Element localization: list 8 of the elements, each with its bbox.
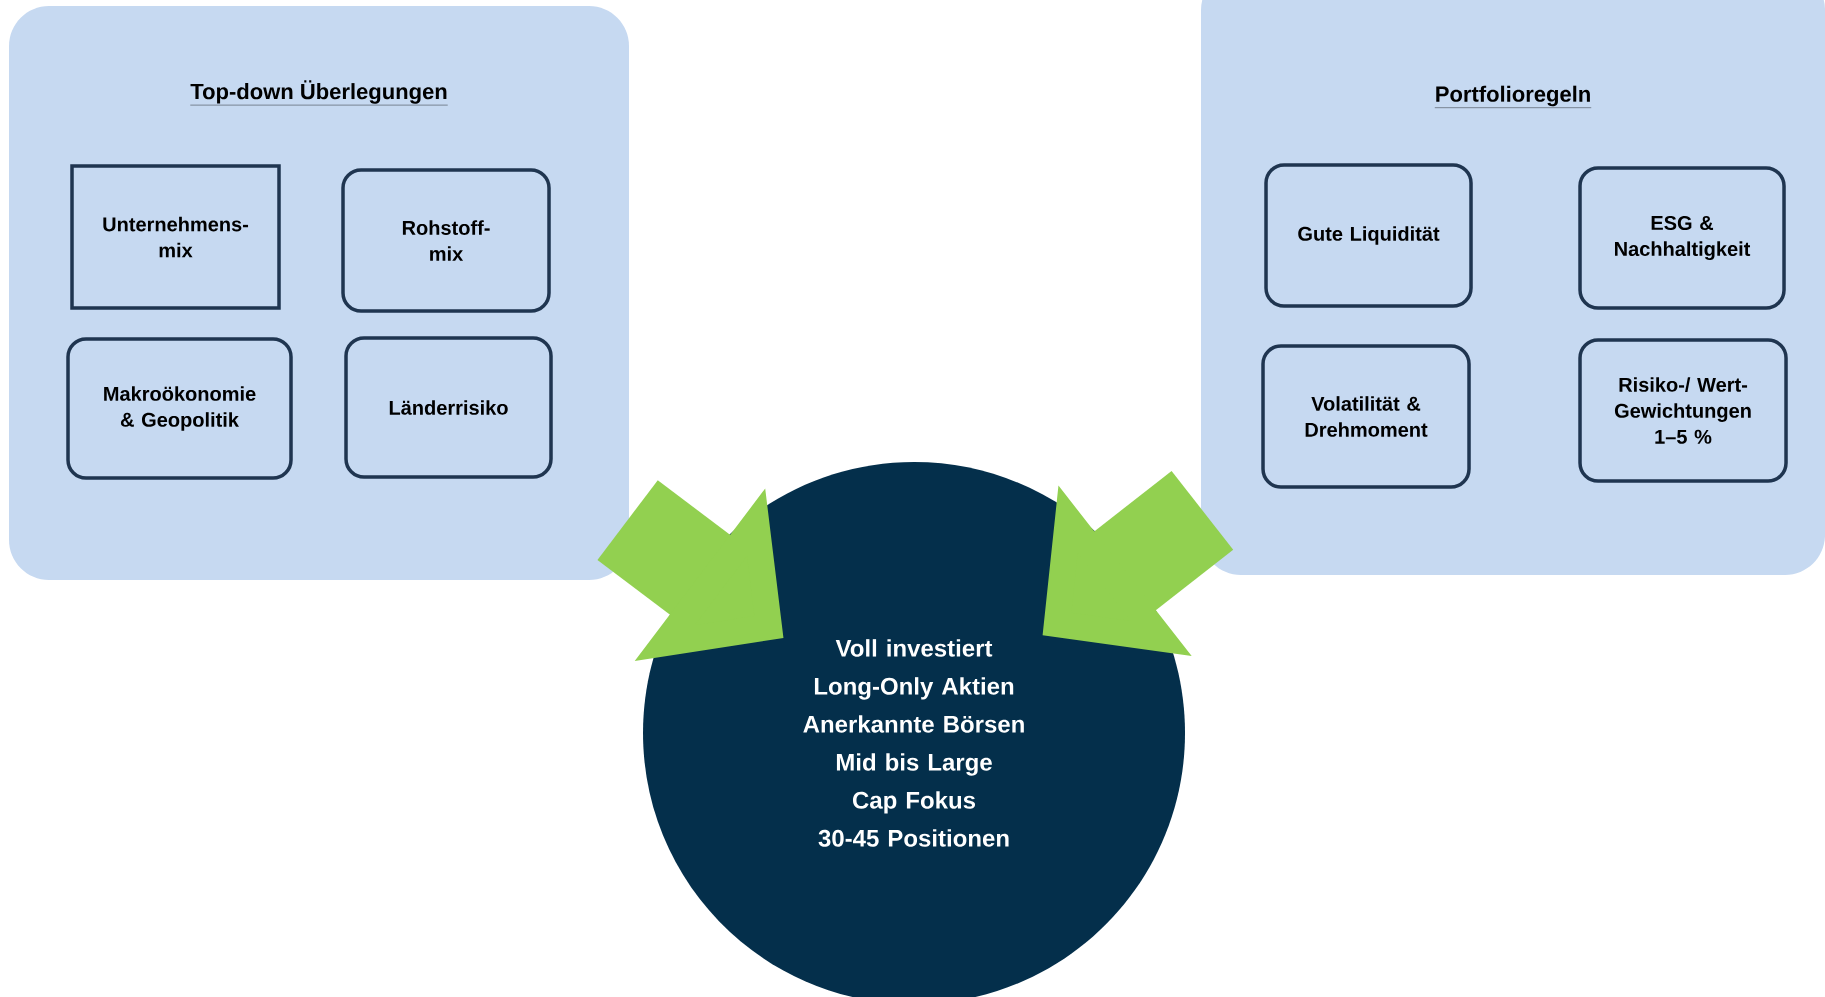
node-label: 30-45 Positionen bbox=[818, 829, 1009, 847]
panel-title: Top-down Überlegungen bbox=[190, 80, 448, 106]
circle-text: Voll investiert Long-Only Aktien Anerkannte Börsen Mid bis Large Cap Fokus 30-45 Positionen bbox=[803, 639, 1024, 847]
node-label: Mid bis Large Cap Fokus bbox=[836, 753, 992, 814]
node-label: Anerkannte Börsen bbox=[803, 715, 1024, 733]
panel-title: Portfolioregeln bbox=[1434, 85, 1592, 108]
node-label: Long-Only Aktien bbox=[814, 677, 1014, 700]
node-label: Voll investiert bbox=[835, 639, 993, 657]
